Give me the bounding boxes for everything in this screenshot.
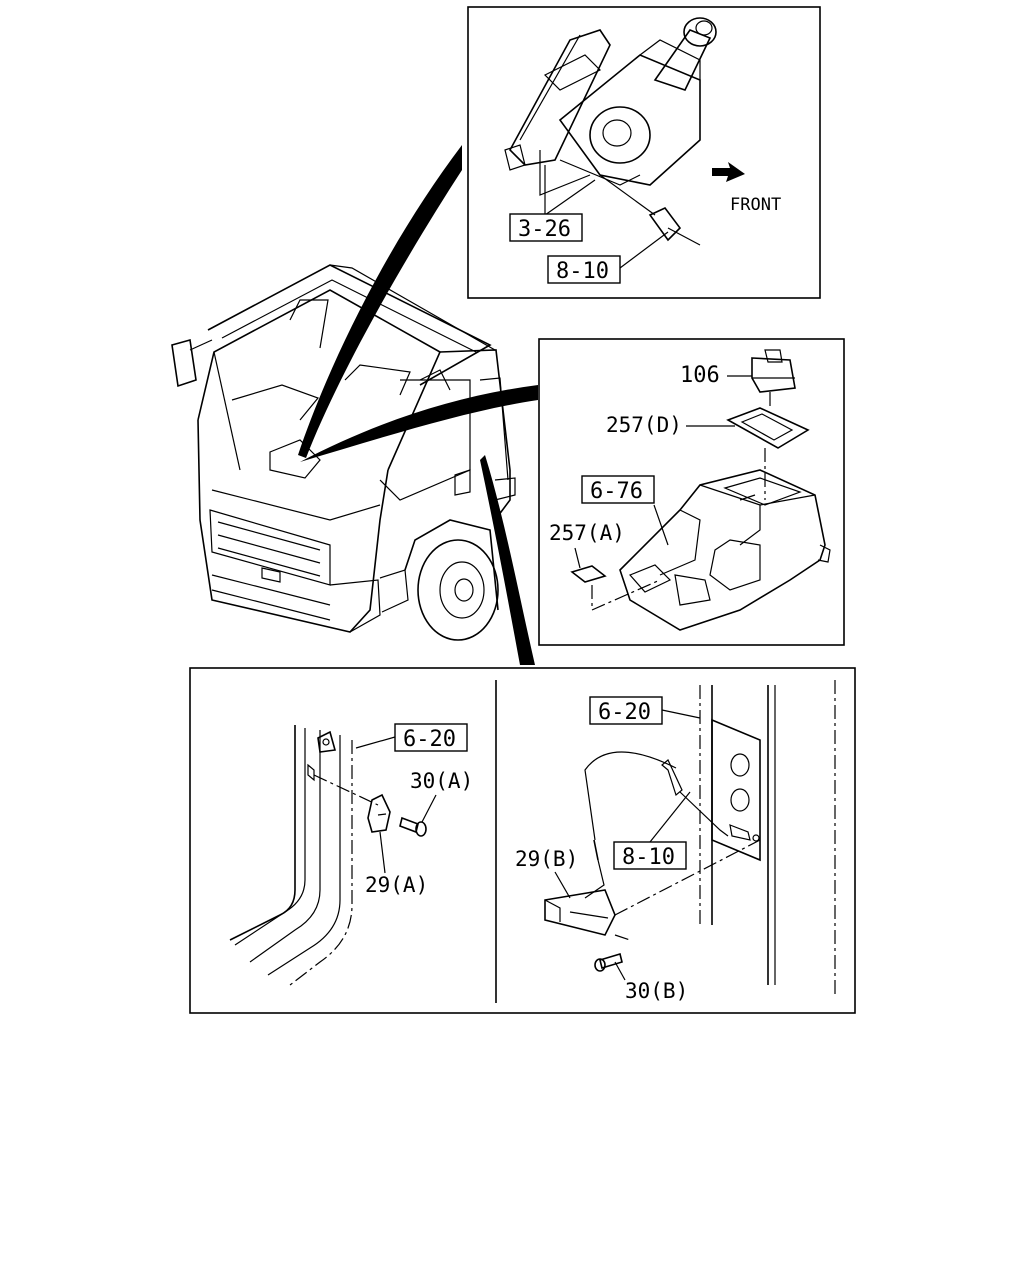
label-6-76: 6-76 <box>590 479 643 504</box>
callout-pointers <box>298 145 538 665</box>
label-box-6-76 <box>581 475 655 504</box>
label-8-10-right: 8-10 <box>622 845 675 870</box>
console-assembly <box>570 349 831 631</box>
label-106: 106 <box>680 363 720 388</box>
label-box-8-10-right <box>613 841 687 870</box>
door-switch-detail-panel <box>189 667 856 1014</box>
truck-cab-illustration <box>171 264 516 641</box>
label-box-8-10 <box>547 255 621 284</box>
label-3-26: 3-26 <box>518 217 571 242</box>
label-box-3-26 <box>509 213 583 242</box>
label-6-20-left: 6-20 <box>403 727 456 752</box>
label-6-20-right: 6-20 <box>598 700 651 725</box>
front-arrow-icon <box>712 162 745 182</box>
front-direction-label: FRONT <box>730 195 781 215</box>
label-257-a: 257(A) <box>549 521 625 545</box>
label-30-a: 30(A) <box>410 769 473 793</box>
door-pillar-right <box>544 680 836 995</box>
label-29-b: 29(B) <box>515 847 578 871</box>
door-pillar-left <box>229 725 427 986</box>
label-30-b: 30(B) <box>625 979 688 1003</box>
label-box-6-20-left <box>394 723 468 752</box>
gear-shifter-assembly <box>504 17 717 246</box>
label-8-10: 8-10 <box>556 259 609 284</box>
label-box-6-20-right <box>589 696 663 725</box>
label-29-a: 29(A) <box>365 873 428 897</box>
label-257-d: 257(D) <box>606 413 682 437</box>
